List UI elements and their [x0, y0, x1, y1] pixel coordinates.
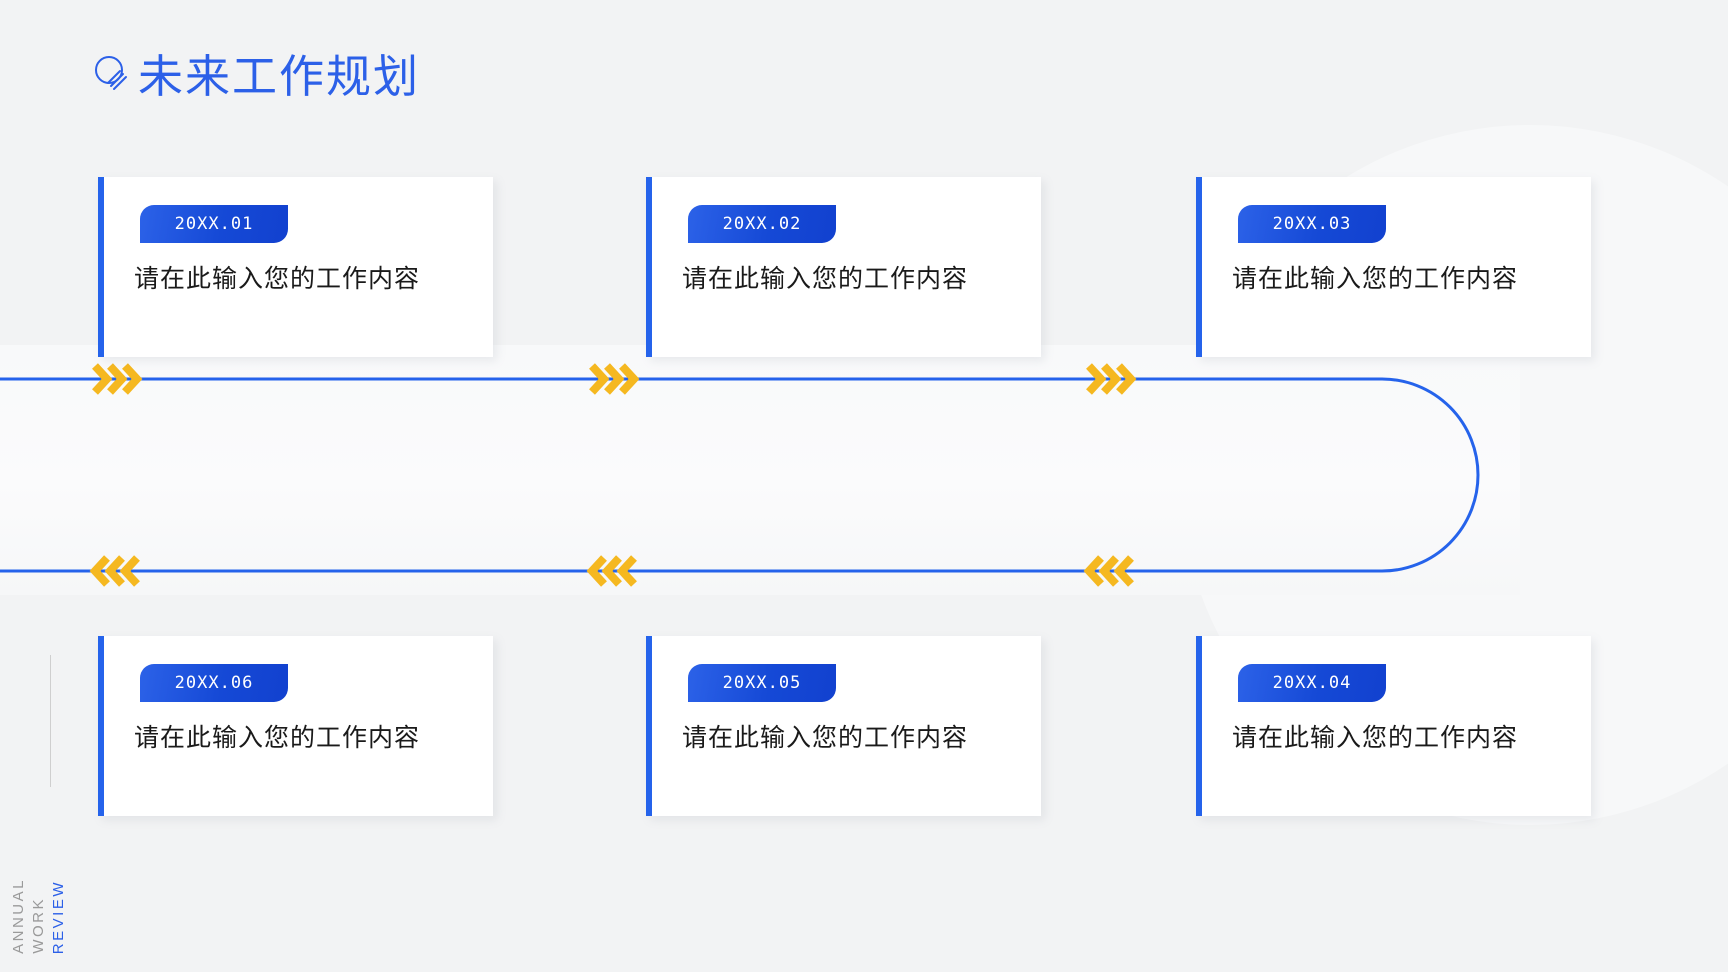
timeline-card[interactable]: 20XX.05 请在此输入您的工作内容 — [646, 636, 1041, 816]
card-body-text: 请在此输入您的工作内容 — [1232, 264, 1519, 293]
side-divider-line — [50, 655, 51, 787]
timeline-card[interactable]: 20XX.01 请在此输入您的工作内容 — [98, 177, 493, 357]
arrow-marker-top-3 — [1086, 363, 1137, 395]
page-title-text: 未来工作规划 — [138, 49, 421, 103]
side-label-work: WORK — [30, 897, 47, 954]
card-body-text: 请在此输入您的工作内容 — [134, 723, 421, 752]
card-badge-label: 20XX.04 — [1272, 673, 1352, 693]
card-badge-label: 20XX.01 — [174, 214, 254, 234]
card-badge: 20XX.03 — [1238, 205, 1386, 243]
side-vertical-label: ANNUAL WORK REVIEW — [10, 878, 67, 954]
card-badge: 20XX.01 — [140, 205, 288, 243]
bg-band-shape — [0, 345, 1520, 595]
arrow-marker-bottom-2 — [586, 555, 637, 587]
page-title: 未来工作规划 — [92, 52, 420, 100]
timeline-card[interactable]: 20XX.03 请在此输入您的工作内容 — [1196, 177, 1591, 357]
lightbulb-outline-icon — [92, 52, 132, 100]
card-badge: 20XX.06 — [140, 664, 288, 702]
arrow-marker-top-2 — [589, 363, 640, 395]
arrow-marker-bottom-3 — [1083, 555, 1134, 587]
timeline-card[interactable]: 20XX.04 请在此输入您的工作内容 — [1196, 636, 1591, 816]
timeline-card[interactable]: 20XX.02 请在此输入您的工作内容 — [646, 177, 1041, 357]
card-badge: 20XX.04 — [1238, 664, 1386, 702]
side-label-annual: ANNUAL — [10, 878, 27, 954]
timeline-card[interactable]: 20XX.06 请在此输入您的工作内容 — [98, 636, 493, 816]
card-badge: 20XX.05 — [688, 664, 836, 702]
card-badge: 20XX.02 — [688, 205, 836, 243]
side-label-review: REVIEW — [50, 879, 67, 954]
card-body-text: 请在此输入您的工作内容 — [1232, 723, 1519, 752]
timeline-route — [0, 377, 1480, 573]
card-badge-label: 20XX.02 — [722, 214, 802, 234]
card-body-text: 请在此输入您的工作内容 — [134, 264, 421, 293]
card-body-text: 请在此输入您的工作内容 — [682, 264, 969, 293]
card-badge-label: 20XX.06 — [174, 673, 254, 693]
card-badge-label: 20XX.03 — [1272, 214, 1352, 234]
arrow-marker-top-1 — [92, 363, 143, 395]
card-body-text: 请在此输入您的工作内容 — [682, 723, 969, 752]
arrow-marker-bottom-1 — [89, 555, 140, 587]
card-badge-label: 20XX.05 — [722, 673, 802, 693]
